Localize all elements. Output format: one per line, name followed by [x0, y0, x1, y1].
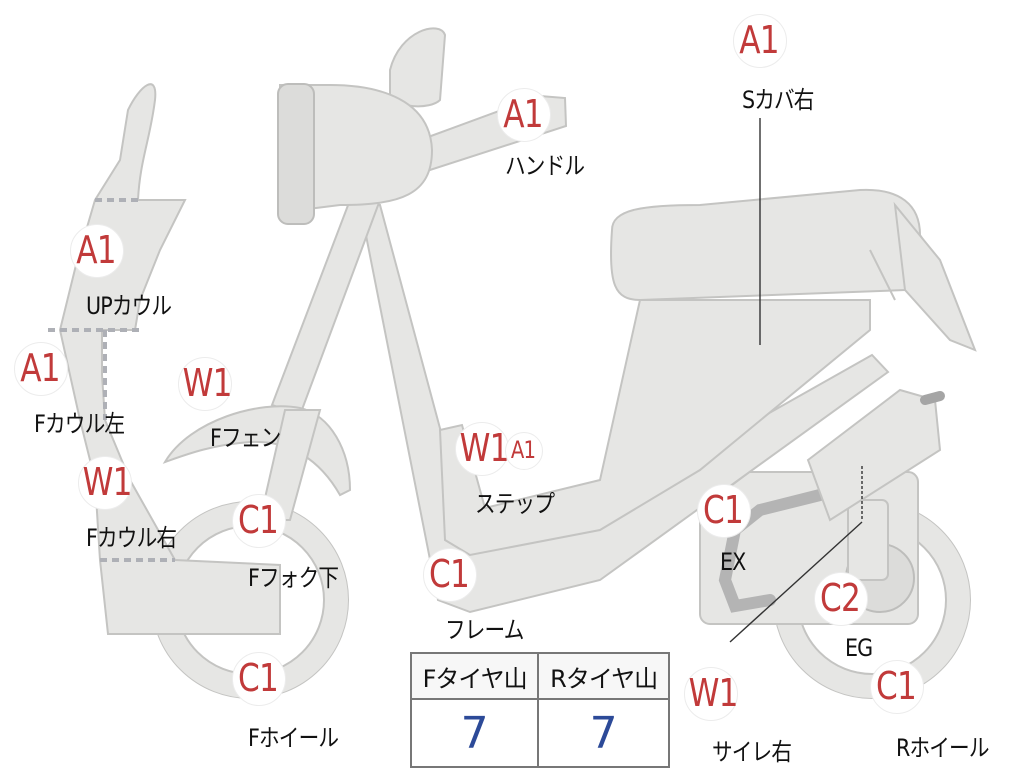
label-handle: ハンドル	[505, 152, 585, 180]
label-exhaust: EX	[720, 548, 746, 576]
value-rear-tire: 7	[537, 698, 670, 768]
label-f-wheel: Fホイール	[248, 724, 339, 752]
seat-shape	[609, 188, 942, 302]
label-f-cowl-right: Fカウル右	[86, 524, 177, 552]
label-silencer-right: サイレ右	[712, 738, 792, 766]
label-f-fork-lower: Fフォク下	[248, 564, 339, 592]
label-r-wheel: Rホイール	[896, 734, 989, 762]
frame-shape	[358, 204, 890, 614]
badge-step-secondary[interactable]: A1	[505, 432, 543, 470]
tire-tread-table: Fタイヤ山 Rタイヤ山 7 7	[409, 652, 670, 768]
label-s-cover-right: Sカバ右	[742, 86, 814, 114]
label-step: ステップ	[475, 490, 555, 518]
label-up-cowl: UPカウル	[86, 292, 172, 320]
value-front-tire: 7	[409, 698, 540, 768]
header-front-tire: Fタイヤ山	[409, 652, 540, 700]
exhaust-pipe-shape	[718, 489, 826, 613]
label-f-cowl-left: Fカウル左	[34, 410, 125, 438]
label-frame: フレーム	[445, 616, 524, 644]
label-engine: EG	[845, 634, 873, 662]
header-rear-tire: Rタイヤ山	[537, 652, 670, 700]
label-f-fender: Fフェン	[210, 424, 281, 452]
